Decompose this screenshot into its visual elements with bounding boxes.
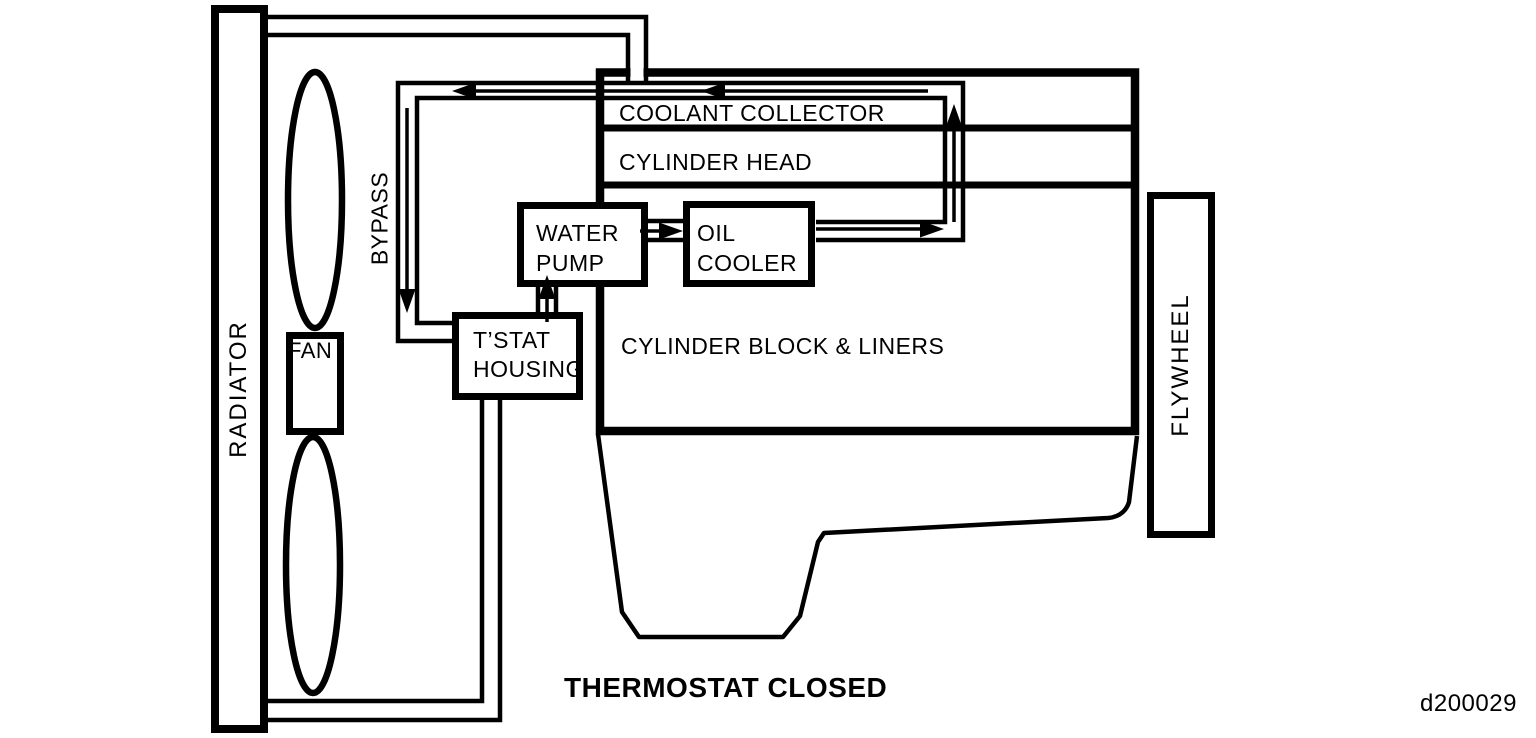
- flow-arrowhead-left-1: [452, 82, 476, 100]
- cylinder-block-label: CYLINDER BLOCK & LINERS: [621, 333, 945, 359]
- tstat-housing-label: T’STAT HOUSING: [473, 326, 584, 384]
- bottom-hose-inner-pipe: [268, 398, 485, 704]
- tstat-housing-label-line2: HOUSING: [473, 356, 584, 382]
- fan-hub-box: [286, 332, 344, 435]
- oil-pan-outline: [595, 433, 1140, 640]
- flywheel-label: FLYWHEEL: [1167, 293, 1194, 437]
- oil-cooler-label: OIL COOLER: [697, 218, 797, 278]
- top-hose-inlet-gap: [630, 66, 644, 81]
- flywheel-outline: [1147, 192, 1215, 538]
- flow-arrowhead-left-2: [701, 82, 725, 100]
- flow-arrowhead-into-collector: [945, 104, 963, 128]
- water-pump-label-line2: PUMP: [536, 250, 605, 276]
- flow-arrowhead-cooler-outlet: [920, 220, 944, 238]
- flow-arrowhead-into-cooler: [659, 222, 683, 240]
- tstat-housing-box: [452, 312, 583, 400]
- tstat-housing-label-line1: T’STAT: [473, 327, 551, 353]
- top-hose-inner-pipe: [268, 32, 631, 81]
- fan-blade-lower: [282, 433, 344, 697]
- radiator-label: RADIATOR: [225, 320, 252, 458]
- coolant-collector-label: COOLANT COLLECTOR: [619, 100, 885, 126]
- diagram-caption: THERMOSTAT CLOSED: [564, 672, 888, 703]
- fan-label: FAN: [288, 338, 333, 363]
- oil-cooler-label-line1: OIL: [697, 220, 736, 246]
- bypass-outer-pipe: [395, 80, 966, 344]
- oil-cooler-box: [683, 201, 815, 287]
- flow-arrowhead-bypass-down: [398, 289, 416, 313]
- bottom-hose-outer-pipe: [268, 398, 503, 723]
- fan-blade-upper: [284, 68, 346, 332]
- radiator-outline: [211, 5, 268, 733]
- bypass-label: BYPASS: [366, 171, 393, 266]
- water-pump-label: WATER PUMP: [536, 218, 619, 278]
- figure-id: d200029: [1420, 690, 1517, 717]
- flow-arrowhead-into-pump: [538, 275, 556, 299]
- top-hose-outer-pipe: [268, 14, 649, 81]
- cylinder-head-label: CYLINDER HEAD: [619, 149, 813, 175]
- water-pump-label-line1: WATER: [536, 220, 619, 246]
- oil-cooler-label-line2: COOLER: [697, 250, 798, 276]
- water-pump-box: [517, 202, 648, 287]
